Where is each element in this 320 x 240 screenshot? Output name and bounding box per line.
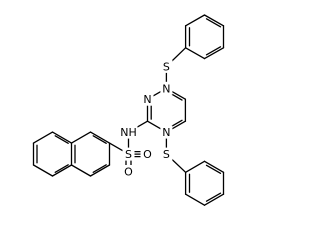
atom-labels: S S N N N NH S O O bbox=[118, 59, 173, 179]
bond bbox=[54, 164, 69, 173]
phenyl-ring-top bbox=[184, 14, 225, 60]
naphthalene-ring bbox=[32, 131, 111, 177]
molecule-structure: S S N N N NH S O O bbox=[32, 14, 225, 206]
bond bbox=[203, 14, 225, 27]
bond bbox=[205, 46, 222, 56]
bond bbox=[92, 164, 107, 173]
bond bbox=[205, 164, 222, 174]
atom-label-n-left: N bbox=[143, 93, 151, 106]
bond bbox=[70, 164, 92, 177]
atom-label-n-bottom: N bbox=[162, 126, 170, 139]
structure-canvas: S S N N N NH S O O bbox=[32, 14, 225, 206]
phenyl-ring-bottom bbox=[184, 160, 225, 206]
bond bbox=[205, 192, 222, 202]
atom-label-s-sulfonyl: S bbox=[125, 148, 132, 161]
atom-label-s-bottom: S bbox=[163, 148, 170, 161]
bond bbox=[184, 14, 206, 27]
bond bbox=[184, 160, 206, 173]
bond bbox=[54, 135, 69, 144]
bond bbox=[92, 135, 107, 144]
atom-label-n-top: N bbox=[162, 82, 170, 95]
atom-label-nh: NH bbox=[120, 126, 137, 139]
bond bbox=[203, 193, 225, 206]
bond bbox=[205, 18, 222, 28]
bond bbox=[51, 164, 73, 177]
bond bbox=[89, 164, 111, 177]
bond bbox=[70, 131, 92, 144]
bond bbox=[51, 131, 73, 144]
bond bbox=[203, 160, 225, 173]
bond bbox=[89, 131, 111, 144]
atom-label-o-left: O bbox=[124, 166, 133, 179]
atom-label-o-right: O bbox=[143, 148, 152, 161]
bond bbox=[32, 164, 54, 177]
bond bbox=[32, 131, 54, 144]
bond bbox=[203, 47, 225, 60]
bond bbox=[184, 47, 206, 60]
atom-label-s-top: S bbox=[163, 60, 170, 73]
bond bbox=[184, 193, 206, 206]
